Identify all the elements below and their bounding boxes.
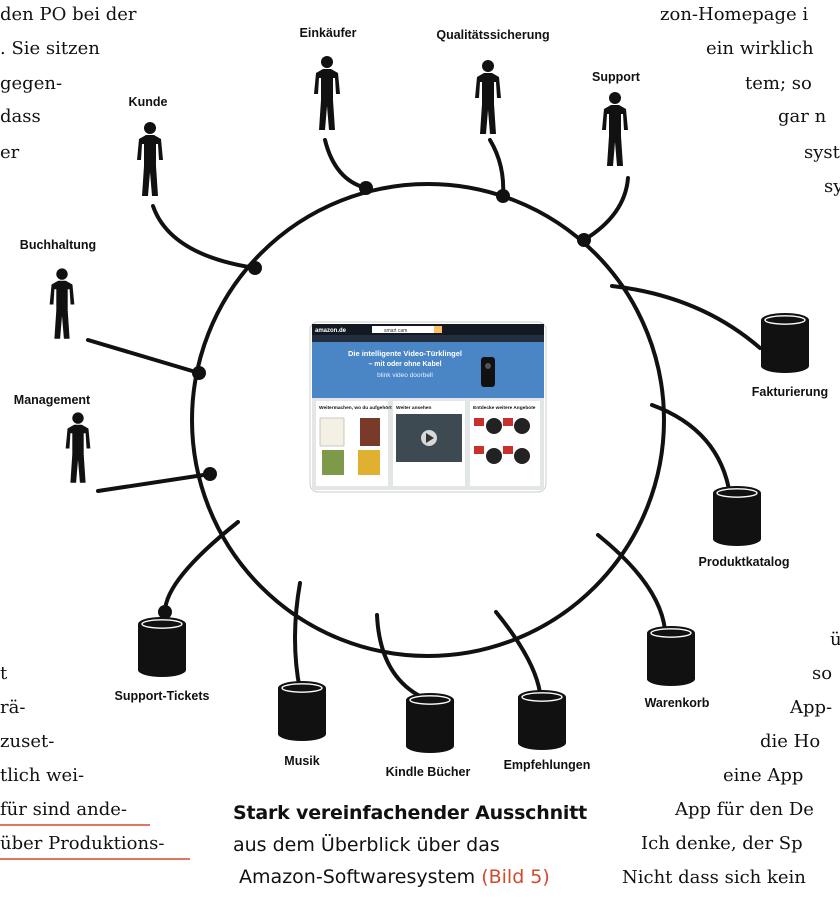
junction-dot (359, 181, 373, 195)
label-musik: Musik (284, 754, 319, 768)
screenshot-search-text: smart cam (384, 328, 407, 334)
caption-bold: Stark vereinfachender Ausschnitt (233, 802, 587, 824)
connector-management (96, 472, 212, 493)
figure-caption: Stark vereinfachender Ausschnitt aus dem… (233, 797, 603, 893)
screenshot-navbar (312, 335, 544, 342)
amazon-homepage-screenshot: amazon.de smart cam Die intelligente Vid… (309, 321, 547, 493)
connector-fakturierung (610, 284, 762, 350)
junction-dot (496, 189, 510, 203)
screenshot-banner-line1: Die intelligente Video-Türklingel (348, 349, 462, 358)
left-text-line: tlich wei- (0, 765, 84, 786)
kunde-person-icon (137, 122, 163, 196)
screenshot-banner (312, 342, 544, 398)
right-text-line: Ich denke, der Sp (641, 833, 803, 854)
connector-produktkatalog (650, 403, 732, 497)
junction-dot (158, 605, 172, 619)
label-support-tickets: Support-Tickets (115, 689, 210, 703)
connector-support-tickets (163, 520, 240, 614)
warenkorb-database-icon (646, 625, 696, 687)
connector-qualitaet (488, 138, 506, 198)
label-empfehlungen: Empfehlungen (504, 758, 591, 772)
screenshot-searchbar (372, 326, 442, 333)
label-fakturierung: Fakturierung (752, 385, 828, 399)
right-text-line: ein wirklich (706, 38, 814, 59)
label-einkaeufer: Einkäufer (300, 26, 357, 40)
fakturierung-database-icon (760, 312, 810, 374)
left-text-line: gegen- (0, 73, 62, 94)
right-text-line: zon-Homepage i (660, 4, 808, 25)
right-text-line: syst (804, 142, 840, 163)
screenshot-banner-brand: blink video doorbell (377, 372, 433, 379)
empfehlungen-database-icon (517, 689, 567, 751)
right-text-line: App- (789, 697, 832, 718)
junction-dot (203, 467, 217, 481)
support-person-icon (602, 92, 628, 166)
caption-line3: Amazon-Softwaresystem (Bild 5) (233, 861, 603, 893)
label-produktkatalog: Produktkatalog (699, 555, 790, 569)
right-text-line: Nicht dass sich kein (622, 867, 806, 888)
label-qualitaet: Qualitätssicherung (436, 28, 549, 42)
connector-warenkorb (596, 533, 667, 632)
screenshot-banner-line2: – mit oder ohne Kabel (368, 361, 441, 368)
left-text-line: zuset- (0, 731, 54, 752)
qualitaet-person-icon (475, 60, 501, 134)
label-kindle: Kindle Bücher (386, 765, 471, 779)
label-support: Support (592, 70, 641, 84)
right-text-line: so (812, 663, 832, 684)
left-text-line: rä- (0, 697, 25, 718)
junction-dot (248, 261, 262, 275)
junction-dot (192, 366, 206, 380)
right-text-line: sy (824, 176, 840, 197)
label-kunde: Kunde (129, 95, 168, 109)
label-warenkorb: Warenkorb (645, 696, 710, 710)
label-management: Management (14, 393, 91, 407)
produktkatalog-database-icon (712, 485, 762, 547)
doorbell-device-icon (481, 357, 495, 387)
left-column-text: den PO bei der . Sie sitzen gegen- dass … (0, 4, 190, 860)
right-text-line: App für den De (674, 799, 814, 820)
caption-line2: aus dem Überblick über das (233, 834, 500, 856)
left-text-line: er (0, 142, 20, 163)
left-text-line: über Produktions- (0, 833, 164, 854)
right-text-line: ü (830, 629, 840, 650)
caption-line3-text: Amazon-Softwaresystem (239, 866, 476, 888)
kindle-database-icon (405, 692, 455, 754)
connector-musik (293, 581, 302, 692)
connector-support (582, 176, 630, 242)
screenshot-card-3-title: Entdecke weitere Angebote (473, 405, 536, 411)
screenshot-card-2-title: Weiter ansehen (396, 405, 431, 411)
screenshot-card-1-title: Weitermachen, wo du aufgehört hast (319, 405, 403, 411)
connector-kunde (151, 204, 257, 270)
einkaeufer-person-icon (314, 56, 340, 130)
right-text-line: die Ho (760, 731, 820, 752)
connector-einkaeufer (323, 138, 368, 190)
musik-database-icon (277, 680, 327, 742)
left-text-line: den PO bei der (0, 4, 137, 25)
screenshot-search-icon (434, 326, 442, 333)
caption-figure-ref: (Bild 5) (481, 866, 550, 888)
connector-buchhaltung (86, 338, 201, 375)
junction-dot (577, 233, 591, 247)
left-text-line: für sind ande- (0, 799, 127, 820)
label-buchhaltung: Buchhaltung (20, 238, 96, 252)
left-text-line: t (0, 663, 8, 684)
right-text-line: eine App (723, 765, 803, 786)
connector-empfehlungen (494, 610, 542, 695)
buchhaltung-person-icon (49, 268, 75, 339)
right-text-line: gar n (778, 106, 827, 127)
left-text-line: . Sie sitzen (0, 38, 100, 59)
right-text-line: tem; so (745, 73, 812, 94)
screenshot-card-3 (470, 401, 540, 486)
junction-dots (158, 181, 591, 619)
screenshot-logo: amazon.de (315, 328, 347, 334)
right-column-text: zon-Homepage i ein wirklich tem; so gar … (622, 4, 840, 888)
management-person-icon (65, 412, 91, 483)
support-tickets-database-icon (137, 616, 187, 678)
left-text-line: dass (0, 106, 41, 127)
